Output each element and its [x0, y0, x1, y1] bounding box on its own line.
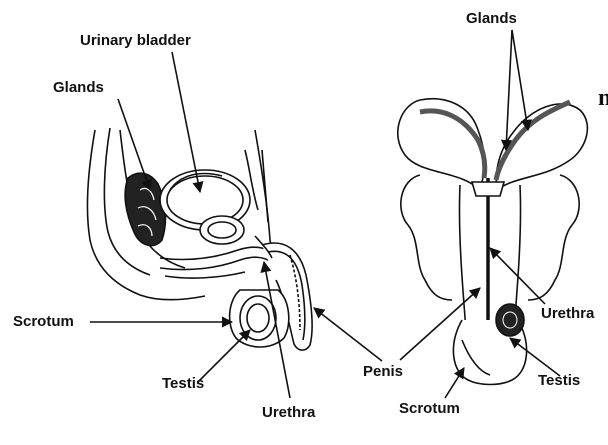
label-scrotum-left: Scrotum	[13, 314, 74, 329]
label-testis-right: Testis	[538, 373, 580, 388]
label-scrotum-right: Scrotum	[399, 401, 460, 416]
label-urethra-right: Urethra	[541, 306, 594, 321]
label-glands-left: Glands	[53, 80, 104, 95]
side-view-illustration	[88, 128, 313, 350]
front-view-illustration	[398, 99, 588, 385]
label-urethra-left: Urethra	[262, 405, 315, 420]
label-urinary-bladder: Urinary bladder	[80, 33, 191, 48]
title-fragment: n	[598, 86, 608, 110]
label-penis: Penis	[363, 364, 403, 379]
label-testis-left: Testis	[162, 376, 204, 391]
label-glands-right: Glands	[466, 11, 517, 26]
